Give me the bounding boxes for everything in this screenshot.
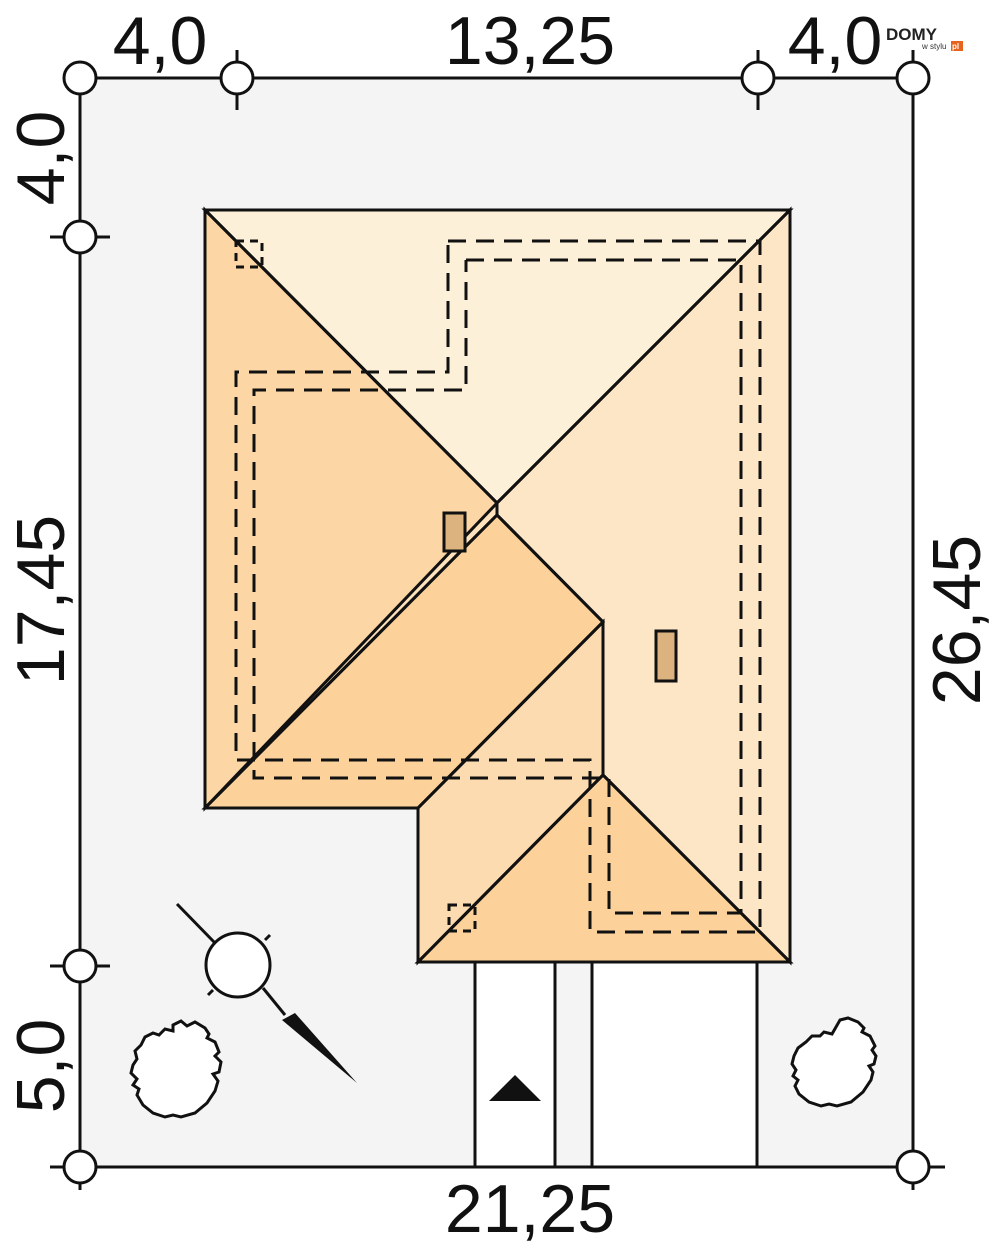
dim-right: 26,45 bbox=[919, 535, 995, 705]
logo-sub: w stylu bbox=[921, 42, 946, 51]
dim-left-middle: 17,45 bbox=[3, 515, 79, 685]
north-arrow-icon bbox=[175, 902, 357, 1083]
house-roof bbox=[201, 206, 794, 966]
dim-top-right: 4,0 bbox=[788, 3, 883, 79]
dim-top-center: 13,25 bbox=[445, 3, 615, 79]
dim-left-bottom: 5,0 bbox=[3, 1019, 79, 1114]
dim-top-left: 4,0 bbox=[113, 3, 208, 79]
driveway bbox=[473, 960, 759, 1169]
logo: DOMY w stylu pl bbox=[886, 25, 963, 51]
logo-main: DOMY bbox=[886, 25, 938, 44]
entrance-triangle-icon bbox=[489, 1075, 541, 1101]
logo-badge bbox=[951, 41, 963, 51]
chimney-1 bbox=[442, 511, 467, 553]
tree-right bbox=[790, 1016, 878, 1108]
logo-suffix: pl bbox=[952, 42, 959, 51]
wall-outline-dashed bbox=[234, 239, 762, 934]
tree-left bbox=[129, 1019, 223, 1119]
dimension-nodes bbox=[50, 50, 945, 1190]
chimney-2 bbox=[654, 629, 678, 683]
dim-left-top: 4,0 bbox=[3, 111, 79, 206]
dim-bottom: 21,25 bbox=[445, 1171, 615, 1247]
